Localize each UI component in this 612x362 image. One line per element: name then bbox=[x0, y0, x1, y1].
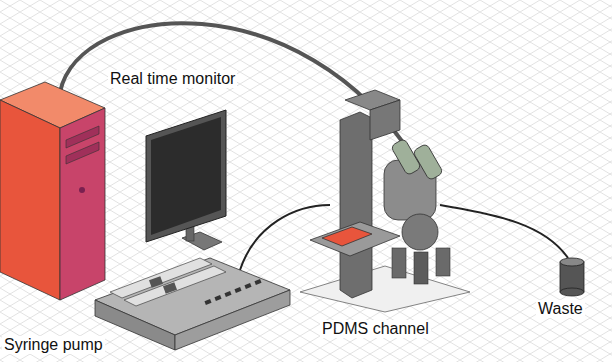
microscope bbox=[300, 90, 470, 312]
waste-container bbox=[560, 258, 584, 296]
monitor bbox=[146, 110, 226, 250]
device-label: Syringe pump bbox=[2, 336, 105, 354]
device-label: Real time monitor bbox=[108, 70, 237, 88]
outlet-tube bbox=[440, 205, 568, 258]
device-label: PDMS channel bbox=[320, 320, 431, 338]
computer-tower bbox=[0, 82, 105, 300]
syringe-pump bbox=[95, 258, 290, 350]
device-label: Waste bbox=[536, 300, 585, 318]
